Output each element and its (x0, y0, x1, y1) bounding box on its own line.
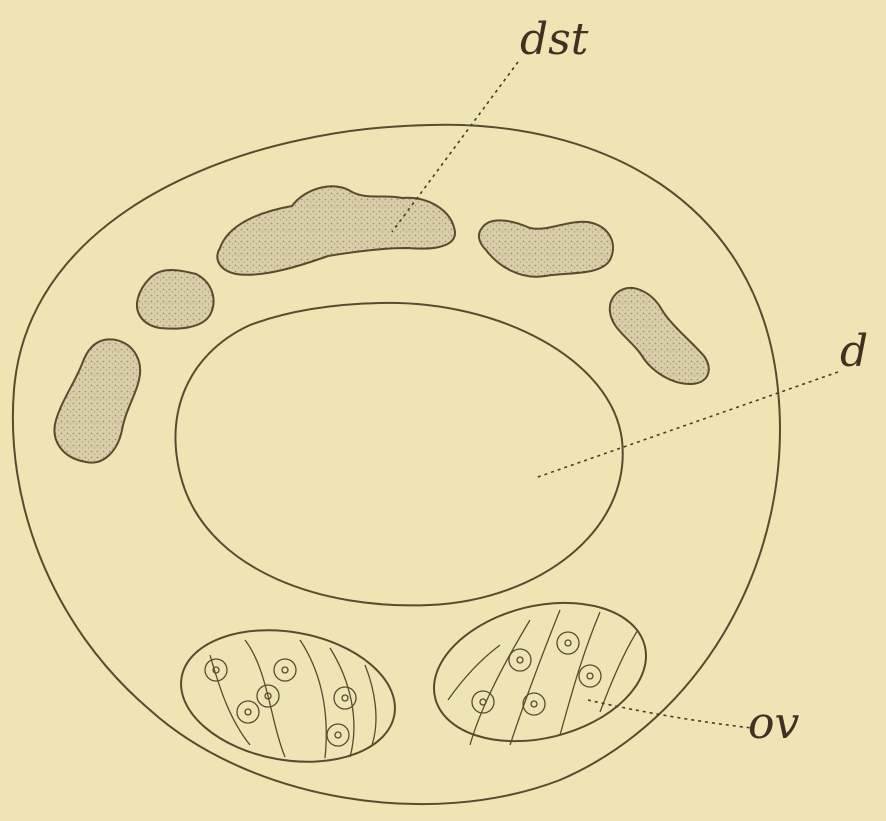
ovary-right-cells (472, 632, 601, 715)
gland-upper-right (479, 220, 613, 276)
label-dst: dst (520, 14, 589, 65)
gland-right (610, 288, 709, 384)
label-ov: ov (748, 698, 799, 749)
gland-upper-left (137, 270, 214, 329)
gland-dst (217, 186, 455, 274)
label-d: d (840, 326, 868, 377)
leader-line-d (535, 372, 838, 478)
ovary-left-cells (205, 659, 356, 746)
gland-left (54, 339, 140, 462)
ovary-left (171, 614, 406, 778)
ovary-right (419, 582, 661, 762)
central-cavity-d (175, 303, 622, 606)
